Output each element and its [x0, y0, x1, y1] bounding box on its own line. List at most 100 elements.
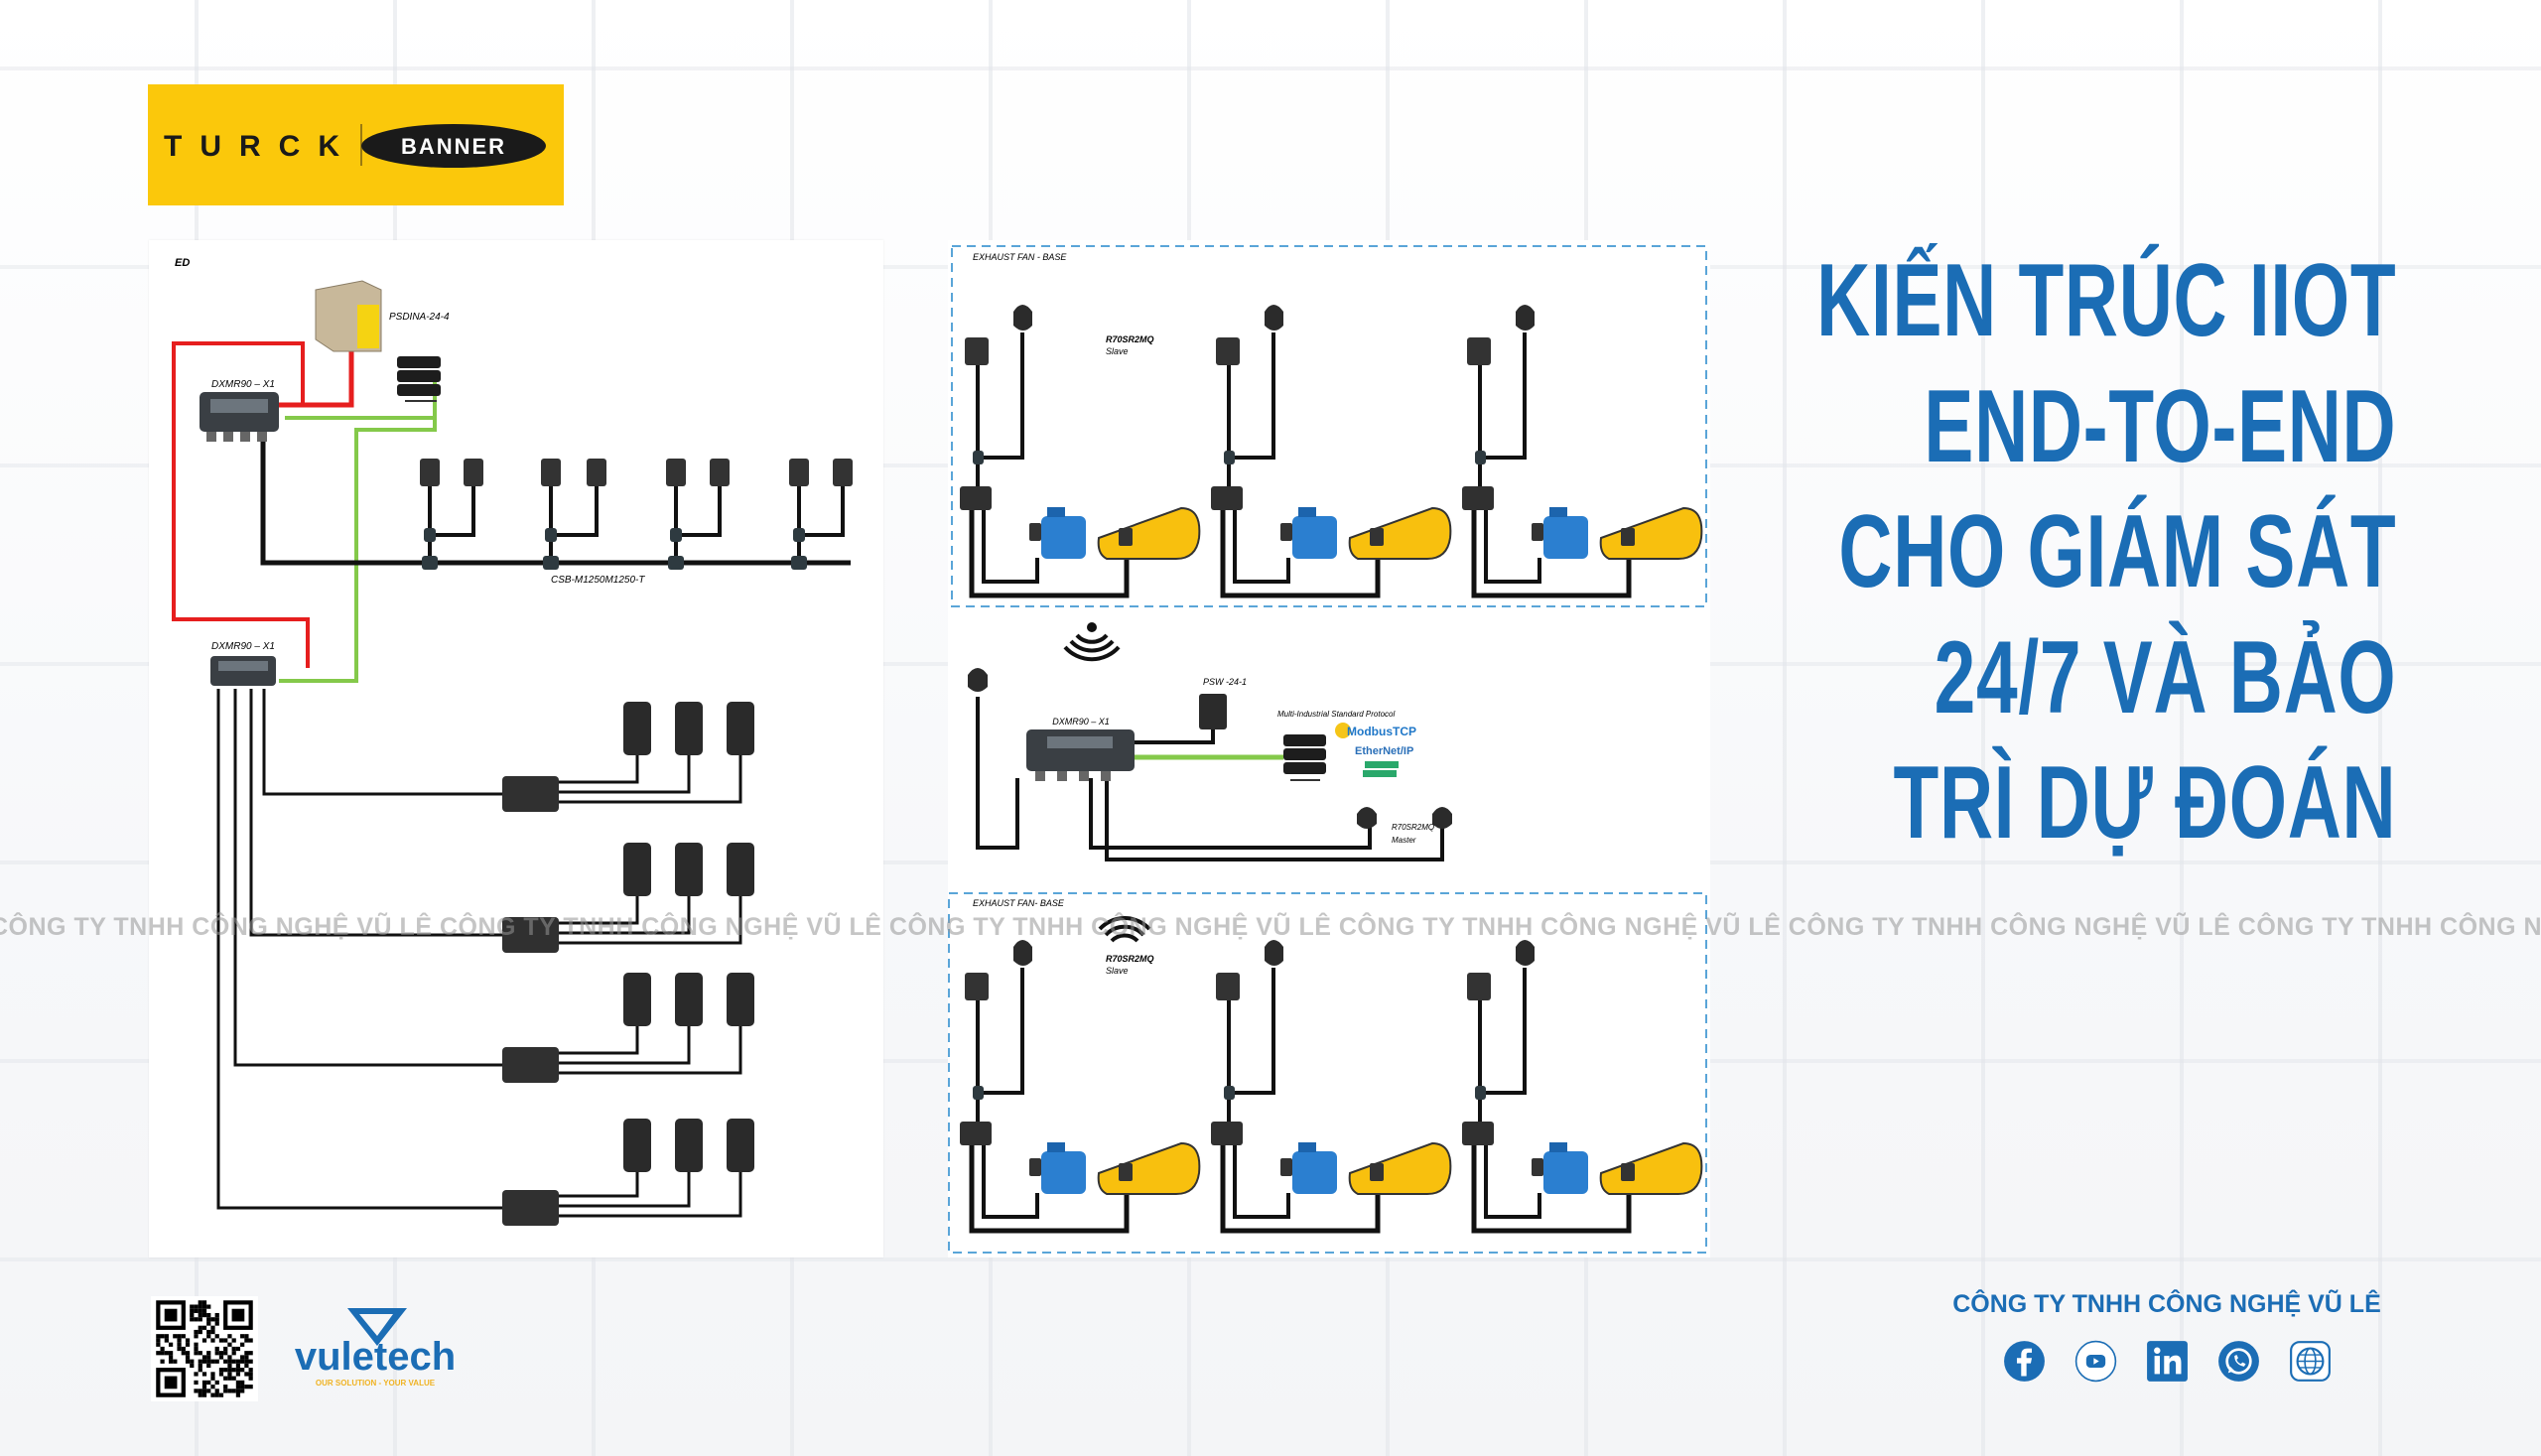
qr-module	[177, 1334, 182, 1339]
motor-box	[1298, 507, 1316, 517]
fan-unit	[960, 940, 1201, 1234]
motor	[1041, 516, 1086, 559]
qr-module	[206, 1312, 211, 1318]
tee-connector	[1475, 1086, 1486, 1100]
qr-module	[248, 1359, 253, 1364]
page-title: KIẾN TRÚC IIOT END-TO-END CHO GIÁM SÁT 2…	[1591, 238, 2396, 866]
qr-module	[231, 1389, 236, 1393]
qr-module	[227, 1363, 232, 1369]
whatsapp-icon[interactable]	[2217, 1340, 2260, 1383]
current-clamp-sensor	[623, 1119, 651, 1172]
splitter-hub	[1211, 1122, 1243, 1145]
tee-connector	[545, 528, 557, 542]
vibration-sensor	[1280, 1158, 1292, 1176]
qr-module	[227, 1334, 232, 1339]
youtube-icon[interactable]	[2074, 1340, 2117, 1383]
qr-module	[190, 1317, 195, 1322]
qr-module	[198, 1351, 202, 1356]
round-sensor	[1265, 940, 1283, 966]
sensor-cable	[1484, 510, 1541, 584]
sensor-cable	[984, 332, 1024, 460]
facebook-icon[interactable]	[2003, 1340, 2046, 1383]
motor	[1543, 1151, 1588, 1194]
qr-module	[201, 1304, 207, 1309]
qr-module	[201, 1392, 207, 1397]
qr-module	[218, 1351, 224, 1356]
protocol-title: Multi-Industrial Standard Protocol	[1277, 710, 1396, 719]
top-slave-model: R70SR2MQ	[1106, 334, 1154, 344]
ct-cable	[556, 1026, 691, 1065]
qr-module	[248, 1351, 253, 1356]
motor	[1041, 1151, 1086, 1194]
qr-module	[194, 1389, 199, 1393]
motor-box	[1047, 1142, 1065, 1152]
fan-unit	[1462, 305, 1703, 598]
qr-module	[181, 1351, 186, 1356]
qr-module	[198, 1300, 202, 1305]
qr-module	[210, 1376, 215, 1381]
qr-module	[198, 1329, 202, 1335]
qr-module	[181, 1334, 186, 1339]
qr-module	[223, 1368, 228, 1373]
tee-connector	[973, 451, 984, 464]
vibration-sensor	[1119, 1163, 1133, 1181]
qr-module	[194, 1334, 199, 1339]
fan-unit	[1462, 940, 1703, 1234]
qr-module	[206, 1321, 211, 1326]
vibration-sensor	[1621, 1163, 1635, 1181]
qr-module	[190, 1308, 195, 1313]
qr-module	[201, 1300, 207, 1305]
splitter-hub	[1462, 1122, 1494, 1145]
qr-finder	[164, 1376, 178, 1390]
wireless-architecture-diagram: EXHAUST FAN - BASE R70SR2MQ Slave EXHAUS…	[948, 240, 1710, 1257]
qr-module	[235, 1380, 241, 1386]
qr-module	[177, 1346, 182, 1352]
website-icon[interactable]	[2289, 1340, 2332, 1383]
sensor-cable	[982, 510, 1039, 584]
watermark: CÔNG TY TNHH CÔNG NGHỆ VŨ LÊ CÔNG TY TNH…	[0, 913, 2541, 941]
qr-module	[240, 1359, 245, 1364]
turck-logo-text: TURCK	[164, 130, 340, 163]
vibration-sensor	[1621, 528, 1635, 546]
sensor-bus-cable	[260, 438, 851, 566]
qr-module	[160, 1359, 165, 1364]
vibration-sensor	[1029, 1158, 1041, 1176]
qr-module	[185, 1342, 191, 1347]
round-sensor	[1013, 940, 1032, 966]
current-clamp-sensor	[675, 702, 703, 755]
qr-code[interactable]	[151, 1296, 258, 1401]
ethernet-cable	[279, 418, 437, 683]
sensor-cable	[969, 510, 1130, 598]
qr-module	[227, 1389, 232, 1393]
qr-module	[198, 1359, 202, 1364]
exhaust-fan	[1599, 1141, 1703, 1195]
tee-connector	[1224, 1086, 1235, 1100]
qr-module	[185, 1351, 191, 1356]
vibration-sensor	[666, 459, 686, 486]
qr-module	[198, 1368, 202, 1373]
splitter-hub	[960, 486, 992, 510]
qr-module	[164, 1334, 169, 1339]
qr-module	[206, 1380, 211, 1386]
qr-module	[235, 1392, 241, 1397]
sensor-cable	[969, 1145, 1130, 1234]
temperature-sensor	[1467, 973, 1491, 1000]
splitter-hub	[502, 1190, 559, 1226]
qr-module	[201, 1355, 207, 1360]
qr-module	[214, 1334, 219, 1339]
qr-module	[231, 1351, 236, 1356]
qr-module	[173, 1359, 178, 1364]
qr-module	[173, 1334, 178, 1339]
linkedin-icon[interactable]	[2146, 1340, 2189, 1383]
splitter-hub	[960, 1122, 992, 1145]
ct-cable	[556, 896, 639, 925]
sensor-cable	[982, 1145, 1039, 1219]
qr-module	[156, 1338, 161, 1343]
ct-cable	[216, 689, 502, 1210]
qr-module	[240, 1342, 245, 1347]
sensor-cable	[1220, 510, 1381, 598]
power-cable	[1135, 729, 1215, 744]
exhaust-fan	[1097, 1141, 1201, 1195]
sensor-cable	[1484, 1145, 1541, 1219]
server-icon	[397, 356, 441, 402]
